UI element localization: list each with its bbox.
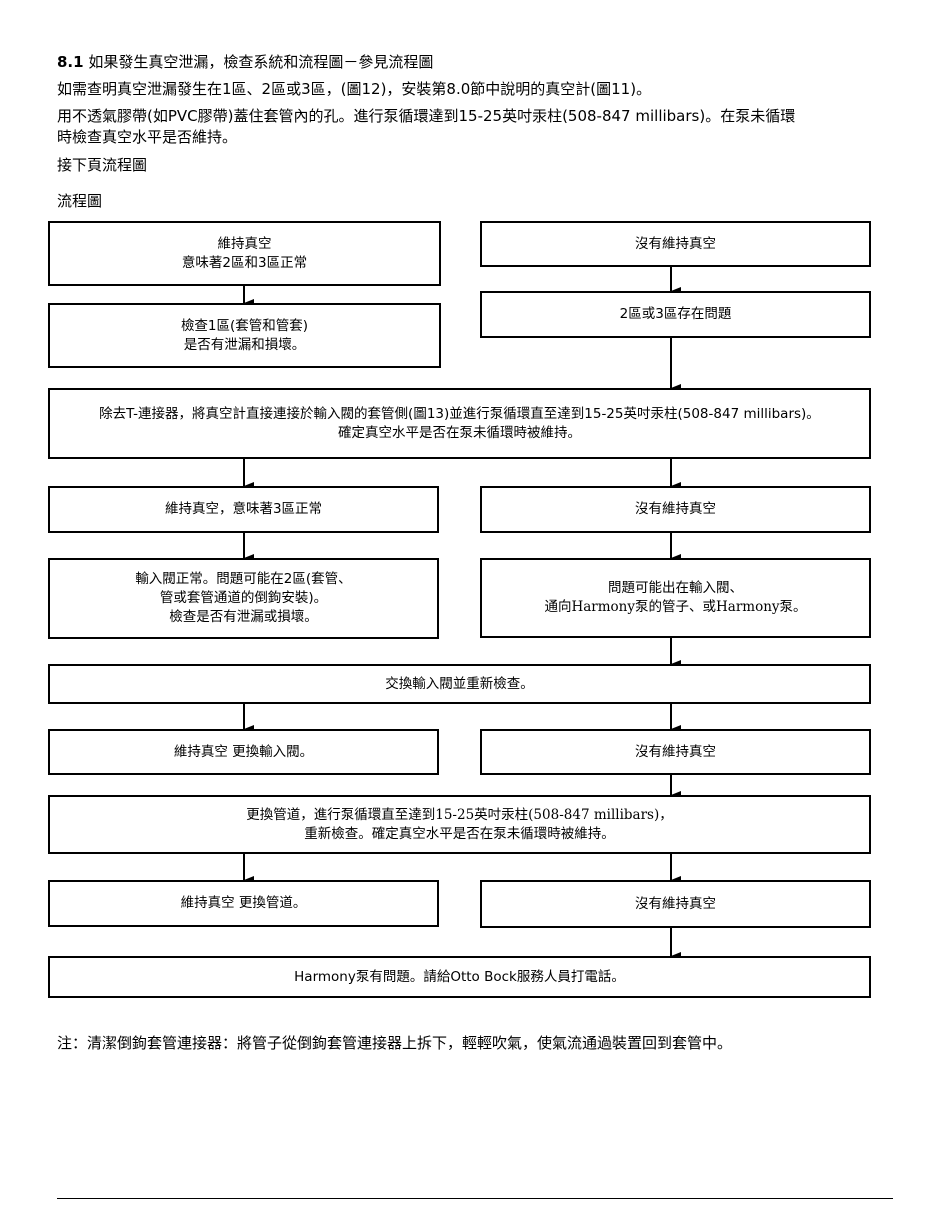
section-number: 8.1 [57,53,84,71]
box-call-otto-bock: Harmony泵有問題。請給Otto Bock服務人員打電話。 [48,956,871,998]
section-heading-text: 如果發生真空泄漏，檢查系統和流程圖－參見流程圖 [88,53,434,71]
next-page-note: 接下頁流程圖 [57,156,148,174]
box-vacuum-not-maintained-4: 沒有維持真空 [480,880,871,928]
intro-line-1: 如需查明真空泄漏發生在1區、2區或3區，(圖12)，安裝第8.0節中說明的真空計… [57,80,652,98]
box-zone-2-or-3-problem: 2區或3區存在問題 [480,291,871,338]
box-vacuum-not-maintained-1: 沒有維持真空 [480,221,871,267]
footer-divider [57,1198,893,1199]
box-replace-tubing: 維持真空 更換管道。 [48,880,439,927]
box-connect-gauge-to-valve: 除去T-連接器，將真空計直接連接於輸入閥的套管側(圖13)並進行泵循環直至達到1… [48,388,871,459]
cleaning-note: 注：清潔倒鉤套管連接器：將管子從倒鉤套管連接器上拆下，輕輕吹氣，使氣流通過裝置回… [57,1034,733,1052]
intro-line-2: 用不透氣膠帶(如PVC膠帶)蓋住套管內的孔。進行泵循環達到15-25英吋汞柱(5… [57,107,796,125]
box-replace-valve: 維持真空 更換輸入閥。 [48,729,439,775]
box-check-zone-1: 檢查1區(套管和管套) 是否有泄漏和損壞。 [48,303,441,368]
intro-line-3: 時檢查真空水平是否維持。 [57,128,238,146]
box-vacuum-maintained-zones-2-3: 維持真空 意味著2區和3區正常 [48,221,441,286]
section-heading: 8.1 如果發生真空泄漏，檢查系統和流程圖－參見流程圖 [57,52,433,72]
box-replace-tubing-recheck: 更換管道，進行泵循環直至達到15-25英吋汞柱(508-847 millibar… [48,795,871,854]
box-vacuum-not-maintained-3: 沒有維持真空 [480,729,871,775]
box-vacuum-maintained-zone-3: 維持真空，意味著3區正常 [48,486,439,533]
box-valve-ok-zone-2: 輸入閥正常。問題可能在2區(套管、 管或套管通道的倒鉤安裝)。 檢查是否有泄漏或… [48,558,439,639]
box-problem-valve-tube-pump: 問題可能出在輸入閥、 通向Harmony泵的管子、或Harmony泵。 [480,558,871,638]
box-vacuum-not-maintained-2: 沒有維持真空 [480,486,871,533]
flowchart-label: 流程圖 [57,192,103,210]
box-swap-valve-recheck: 交換輸入閥並重新檢查。 [48,664,871,704]
